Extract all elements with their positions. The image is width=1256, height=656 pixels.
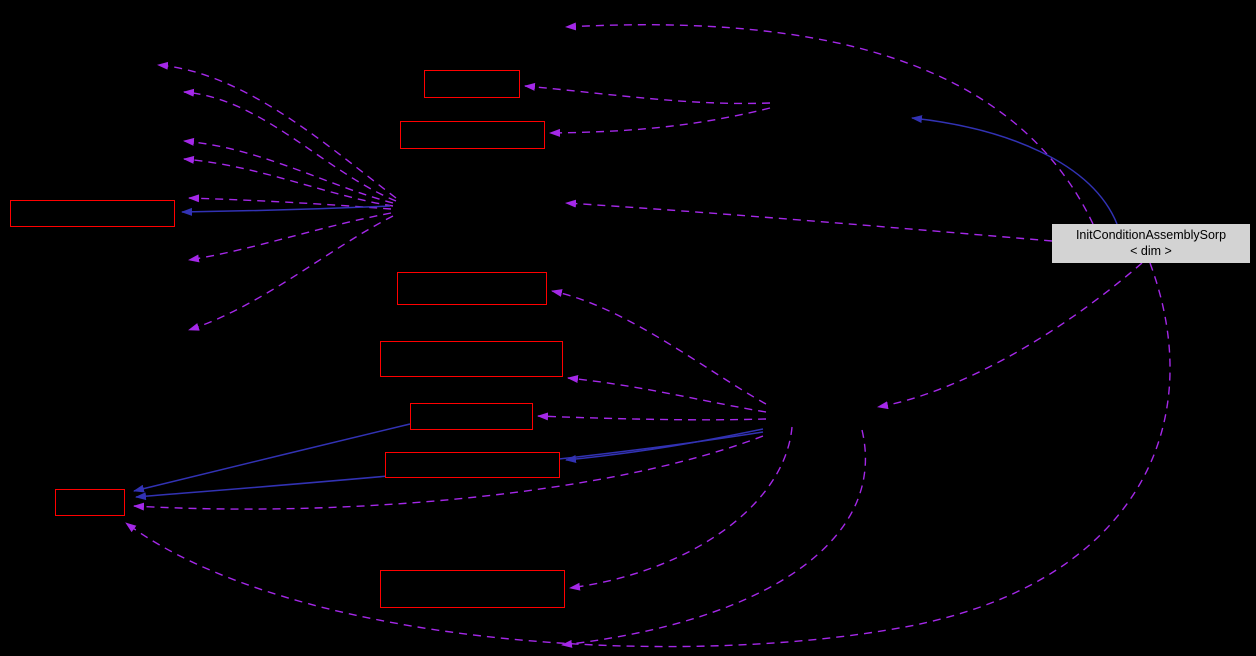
main-node-label-line2: < dim > — [1130, 243, 1172, 258]
edge-dashed-main-to-hub2 — [877, 262, 1143, 410]
graph-node-3[interactable] — [10, 200, 175, 227]
graph-node-6[interactable] — [410, 403, 533, 430]
graph-node-initconditionassemblysorp[interactable]: InitConditionAssemblySorp < dim > — [1052, 224, 1250, 263]
edge-dashed-to-node2 — [549, 107, 771, 137]
graph-node-8[interactable] — [55, 489, 125, 516]
edge-solid-to-node8-b — [133, 423, 411, 493]
edge-dashed-fan-5 — [188, 194, 392, 210]
edge-dashed-fan-7 — [188, 215, 394, 331]
edge-dashed-to-node5 — [567, 375, 767, 413]
edge-dashed-fan-2 — [183, 88, 397, 202]
edge-dashed-to-node9 — [569, 426, 793, 591]
edge-dashed-to-node8-a — [133, 435, 764, 511]
edge-dashed-top-arc — [565, 22, 1094, 225]
edge-dashed-fan-1 — [157, 61, 397, 199]
graph-node-5[interactable] — [380, 341, 563, 377]
edge-solid-to-node3 — [181, 205, 391, 216]
edge-dashed-fan-3 — [183, 137, 394, 204]
graph-node-4[interactable] — [397, 272, 547, 305]
graph-node-7[interactable] — [385, 452, 560, 478]
edge-dashed-main-to-hub — [565, 199, 1053, 242]
edge-dashed-fan-6 — [188, 212, 392, 263]
edge-dashed-fan-4 — [183, 155, 394, 207]
edge-dashed-to-node1 — [524, 82, 771, 105]
edge-dashed-bottom-inner — [561, 429, 867, 648]
graph-node-9[interactable] — [380, 570, 565, 608]
edge-solid-to-node7 — [565, 428, 764, 463]
graph-node-2[interactable] — [400, 121, 545, 149]
main-node-label-line1: InitConditionAssemblySorp — [1075, 227, 1227, 242]
edge-dashed-bottom-sweep — [125, 262, 1171, 648]
edge-dashed-to-node4 — [551, 289, 767, 405]
graph-node-1[interactable] — [424, 70, 520, 98]
edge-solid-main-to-top-hub — [911, 115, 1118, 225]
edge-dashed-to-node6 — [537, 412, 767, 421]
